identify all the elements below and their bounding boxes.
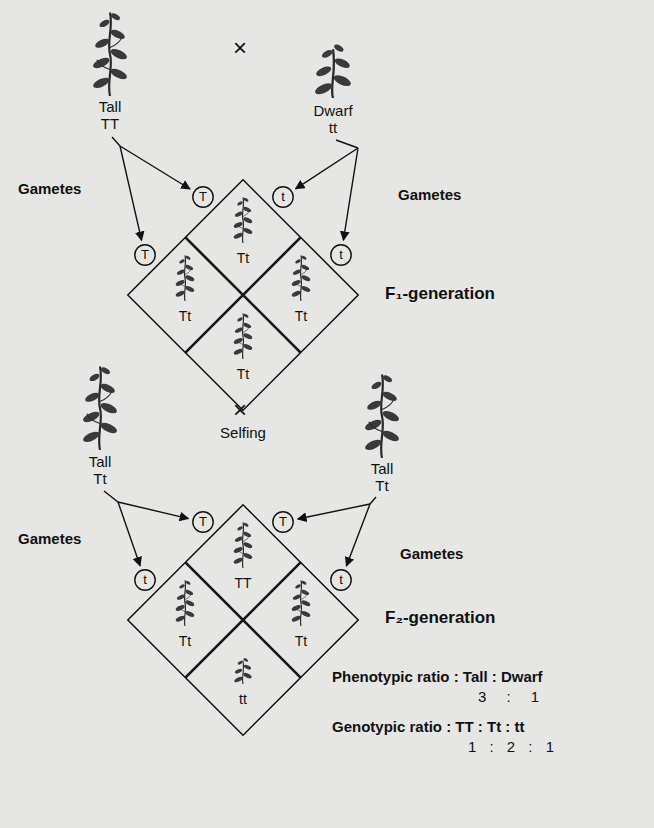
generation-label: F₂-generation [385,608,496,628]
gamete-circle: t [272,186,294,208]
phenotype-label: Dwarf [313,102,352,119]
ratio-value: 3 : 1 [478,688,539,705]
allele-symbol: t [339,573,343,587]
phenotype-label: Tall [99,98,122,115]
punnett-cell: tt [185,620,301,736]
tall-plant [175,255,195,301]
gametes-label: Gametes [400,545,463,562]
genotype-label: tt [329,119,337,136]
phenotype-label: Tall [89,453,112,470]
selfing-label: Selfing [220,424,266,441]
genotype-label: TT [101,115,119,132]
tall-plant [233,197,253,243]
gamete-arrow [346,504,370,566]
cross-sign: × [233,34,247,62]
dwarf-plant [234,657,253,684]
genotype-text: Tt [179,309,191,324]
gamete-arrow [120,146,190,189]
genotype-label: Tt [375,477,388,494]
generation-label: F₁-generation [385,284,495,304]
gamete-circle: T [192,511,214,533]
tall-plant [291,255,311,301]
diamond-outline [185,620,301,736]
gametes-label: Gametes [18,180,81,197]
allele-symbol: t [281,190,285,204]
gamete-arrow [118,502,188,519]
tall-plant [92,12,129,96]
allele-symbol: T [199,515,207,529]
bracket-line [104,491,118,502]
ratio-value: 1 : 2 : 1 [468,738,554,755]
genotype-text: TT [234,576,251,591]
allele-symbol: T [141,248,149,262]
genotype-text: Tt [295,309,307,324]
gamete-arrow [118,502,140,566]
diamond-outline [185,295,301,411]
gamete-circle: T [192,186,214,208]
tall-plant [291,580,311,626]
dwarf-plant [314,43,353,98]
gamete-circle: t [134,569,156,591]
tall-plant [233,313,253,359]
gametes-label: Gametes [398,186,461,203]
gamete-circle: T [134,244,156,266]
allele-symbol: T [199,190,207,204]
phenotype-label: Tall [371,460,394,477]
gamete-arrow [296,148,358,189]
genotype-text: tt [239,692,247,707]
tall-plant [364,374,401,458]
allele-symbol: t [339,248,343,262]
tall-plant [175,580,195,626]
ratio-heading: Genotypic ratio : TT : Tt : tt [332,718,524,735]
genotype-text: Tt [237,251,249,266]
genotype-text: Tt [237,367,249,382]
genotype-label: Tt [93,470,106,487]
tall-plant [82,366,119,450]
gamete-arrow [120,146,142,240]
bracket-line [370,497,376,504]
allele-symbol: T [279,515,287,529]
allele-symbol: t [143,573,147,587]
bracket-line [336,140,358,148]
cross-sign: × [233,396,247,424]
gamete-arrow [343,148,358,240]
genotype-text: Tt [295,634,307,649]
gametes-label: Gametes [18,530,81,547]
bracket-line [112,137,120,146]
tall-plant [233,522,253,568]
gamete-arrow [298,504,370,519]
genotype-text: Tt [179,634,191,649]
gamete-circle: t [330,244,352,266]
gamete-circle: t [330,569,352,591]
gamete-circle: T [272,511,294,533]
ratio-heading: Phenotypic ratio : Tall : Dwarf [332,668,543,685]
punnett-cell: Tt [185,295,301,411]
